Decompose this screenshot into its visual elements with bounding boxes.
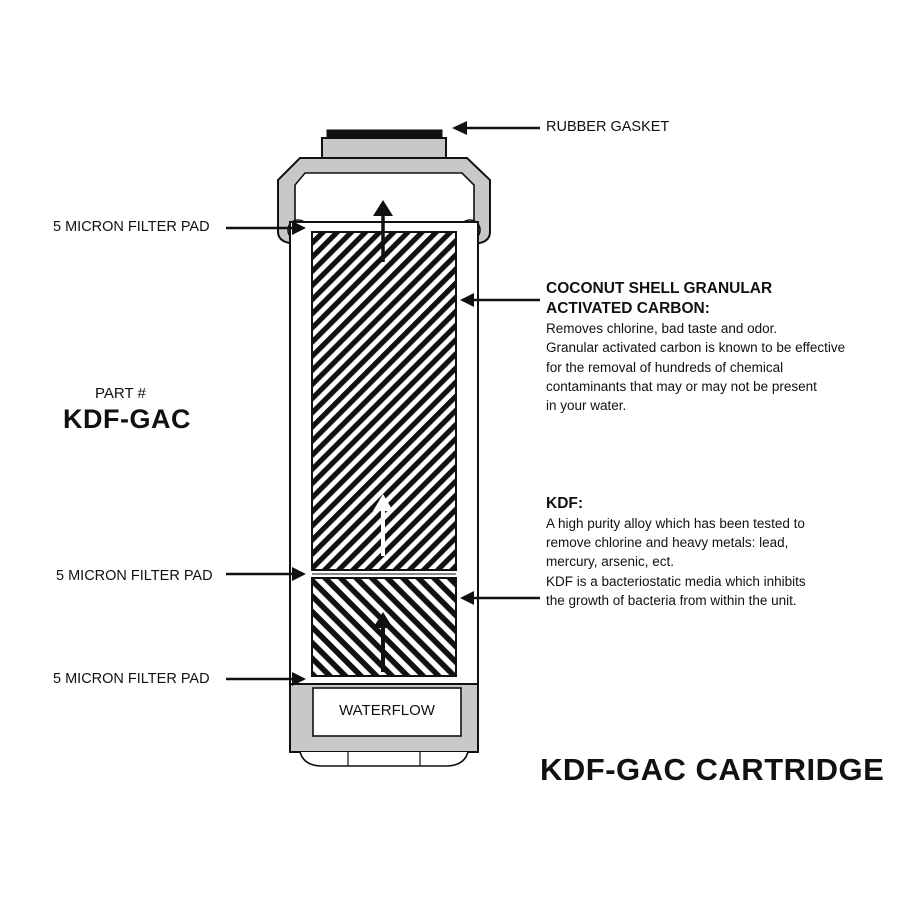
- part-label: PART #: [95, 385, 146, 402]
- filter-pad-bottom-arrow-icon: [226, 672, 306, 686]
- bottom-cap: [289, 683, 479, 767]
- filter-pad-top-arrow-icon: [226, 221, 306, 235]
- filter-pad-middle-label: 5 MICRON FILTER PAD: [56, 568, 213, 584]
- kdf-desc-line: A high purity alloy which has been teste…: [546, 516, 805, 532]
- kdf-desc-line: the growth of bacteria from within the u…: [546, 592, 797, 608]
- carbon-desc-line: contaminants that may or may not be pres…: [546, 378, 817, 394]
- flow-arrow-middle-icon: [373, 494, 393, 556]
- carbon-description-block: COCONUT SHELL GRANULAR ACTIVATED CARBON:…: [546, 279, 845, 415]
- part-number: KDF-GAC: [63, 404, 191, 434]
- flow-arrow-top-icon: [373, 200, 393, 262]
- carbon-heading-line1: COCONUT SHELL GRANULAR: [546, 280, 773, 297]
- carbon-desc-line: in your water.: [546, 397, 627, 413]
- filter-pad-top-label: 5 MICRON FILTER PAD: [53, 219, 210, 235]
- kdf-description-block: KDF: A high purity alloy which has been …: [546, 494, 806, 610]
- kdf-heading: KDF:: [546, 495, 584, 512]
- flow-arrow-bottom-icon: [373, 612, 393, 672]
- kdf-desc-line: mercury, arsenic, ect.: [546, 554, 675, 570]
- filter-pad-bottom-label: 5 MICRON FILTER PAD: [53, 671, 210, 687]
- gasket-arrow-icon: [452, 121, 540, 135]
- rubber-gasket: [321, 129, 447, 159]
- carbon-heading-line2: ACTIVATED CARBON:: [546, 300, 710, 318]
- rubber-gasket-label: RUBBER GASKET: [546, 119, 670, 135]
- filter-pad-middle-arrow-icon: [226, 567, 306, 581]
- cartridge-title: KDF-GAC CARTRIDGE: [540, 752, 885, 787]
- kdf-arrow-icon: [460, 591, 540, 605]
- carbon-desc-line: for the removal of hundreds of chemical: [546, 359, 784, 375]
- kdf-desc-line: remove chlorine and heavy metals: lead,: [546, 535, 789, 551]
- carbon-desc-line: Granular activated carbon is known to be…: [546, 340, 846, 356]
- carbon-desc-line: Removes chlorine, bad taste and odor.: [546, 321, 778, 337]
- carbon-arrow-icon: [460, 293, 540, 307]
- kdf-desc-line: KDF is a bacteriostatic media which inhi…: [546, 573, 806, 589]
- waterflow-label: WATERFLOW: [339, 702, 435, 719]
